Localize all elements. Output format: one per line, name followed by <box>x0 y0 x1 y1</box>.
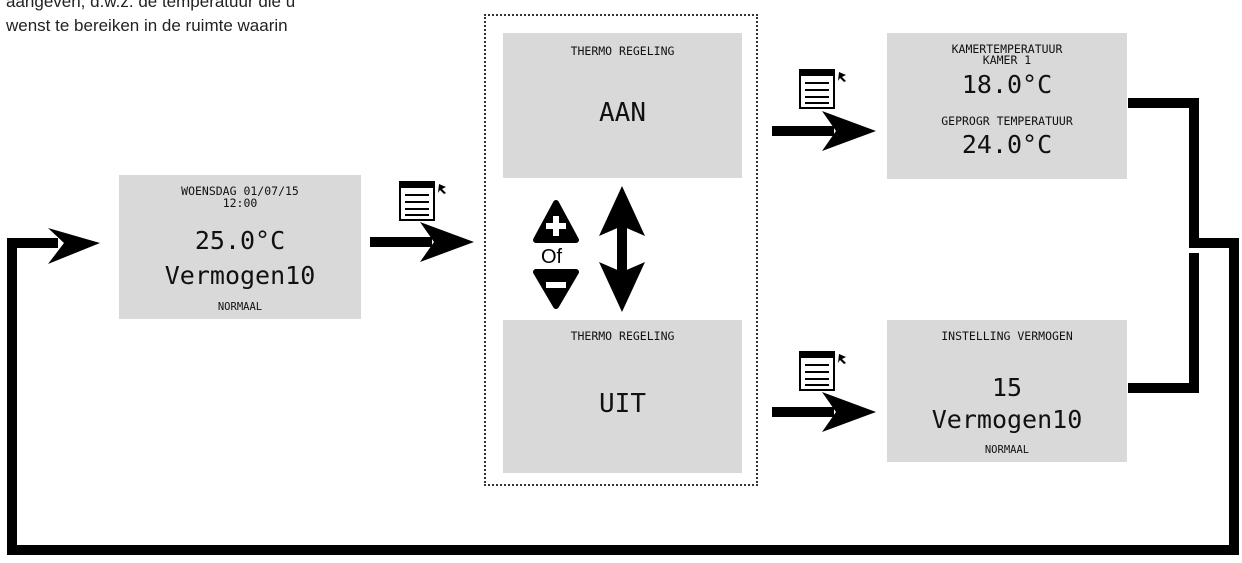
date-label: WOENSDAG 01/07/15 <box>181 184 299 198</box>
power-setting-mode: NORMAAL <box>984 444 1030 456</box>
time-label: 12:00 <box>222 196 258 210</box>
minus-button-icon <box>533 269 579 309</box>
return-loop-line <box>7 98 1239 555</box>
room-temp-value: 18.0°C <box>961 70 1053 99</box>
thermo-off-state: UIT <box>599 389 646 419</box>
room-temp-label: KAMERTEMPERATUUR <box>951 42 1063 56</box>
power-setting-screen: INSTELLING VERMOGEN 15 Vermogen10 NORMAA… <box>887 320 1127 462</box>
mode-label: NORMAAL <box>217 301 263 313</box>
power-label: Vermogen10 <box>164 261 316 290</box>
power-setting-value: 15 <box>991 373 1023 402</box>
thermo-on-screen: THERMO REGELING AAN <box>503 33 742 178</box>
flow-arrow-icon <box>772 392 876 432</box>
room-name-label: KAMER 1 <box>982 53 1032 67</box>
home-screen: WOENSDAG 01/07/15 12:00 25.0°C Vermogen1… <box>119 175 361 319</box>
programmed-temp-value: 24.0°C <box>961 130 1053 159</box>
power-setting-title: INSTELLING VERMOGEN <box>941 329 1073 343</box>
flow-arrow-icon <box>772 111 876 151</box>
thermo-on-title: THERMO REGELING <box>570 44 675 58</box>
menu-button-icon <box>799 69 846 109</box>
double-arrow-icon <box>599 186 645 312</box>
intro-line-2: wenst te bereiken in de ruimte waarin <box>6 16 288 35</box>
temperature-value: 25.0°C <box>194 226 286 255</box>
flow-arrow-icon <box>370 222 474 262</box>
thermo-off-title: THERMO REGELING <box>570 329 675 343</box>
menu-button-icon <box>799 351 846 391</box>
thermo-on-state: AAN <box>599 98 646 128</box>
power-setting-power: Vermogen10 <box>931 405 1083 434</box>
menu-button-icon <box>399 181 446 221</box>
of-label: Of <box>541 246 563 268</box>
thermo-selection-frame <box>484 14 758 486</box>
plus-button-icon <box>533 200 579 243</box>
intro-text: aangeven, d.w.z. de temperatuur die u we… <box>6 0 295 38</box>
thermo-off-screen: THERMO REGELING UIT <box>503 320 742 473</box>
programmed-temp-label: GEPROGR TEMPERATUUR <box>941 114 1073 128</box>
loop-arrow-head <box>48 228 100 264</box>
lower-branch-line <box>1128 253 1199 393</box>
intro-line-1: aangeven, d.w.z. de temperatuur die u <box>6 0 296 11</box>
room-temp-screen: KAMERTEMPERATUUR KAMER 1 18.0°C GEPROGR … <box>887 33 1127 179</box>
